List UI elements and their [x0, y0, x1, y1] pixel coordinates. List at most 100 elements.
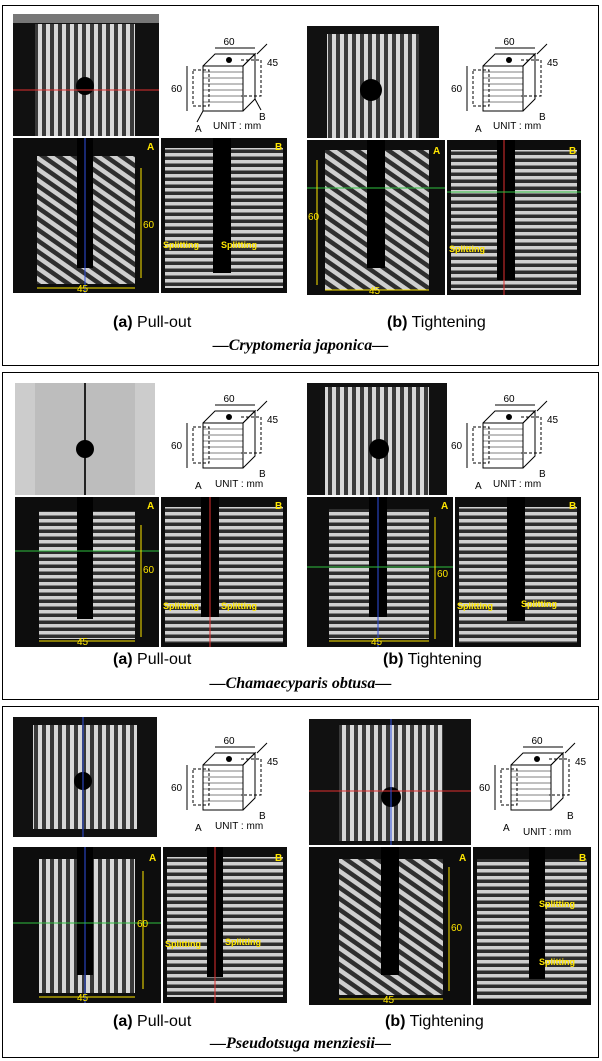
ct-section-b-image: B Splitting Splitting	[473, 847, 591, 1005]
depth-label: 60	[437, 569, 449, 580]
splitting-annotation: Splitting	[521, 599, 557, 609]
dim-side-label: 45	[267, 757, 279, 768]
case-caption: (a) Pull-out	[113, 314, 191, 332]
species-caption: —Chamaecyparis obtusa—	[209, 675, 392, 692]
section-a-label: A	[475, 481, 482, 492]
dim-side-label: 45	[575, 757, 587, 768]
ct-top-view-image	[13, 14, 159, 136]
case-caption: (a) Pull-out	[113, 651, 191, 669]
case-caption: (b) Tightening	[387, 314, 486, 332]
ct-top-view-image	[15, 383, 155, 495]
splitting-annotation: Splitting	[225, 937, 261, 947]
case-letter: (b)	[383, 651, 404, 668]
depth-label: 60	[143, 220, 155, 231]
ct-section-b-image: B Splitting Splitting	[161, 138, 287, 293]
ct-section-a-image: A 60 45	[13, 847, 161, 1003]
case-label: Tightening	[407, 651, 482, 668]
section-a-label: A	[503, 823, 510, 834]
splitting-annotation: Splitting	[539, 899, 575, 909]
dim-top-label: 60	[223, 37, 235, 48]
section-a-marker: A	[441, 501, 448, 512]
specimen-block-diagram: 60 45 60 A B	[471, 735, 591, 835]
case-letter: (a)	[113, 651, 133, 668]
unit-label: UNIT : mm	[213, 121, 262, 132]
depth-label: 60	[143, 565, 155, 576]
specimen-block-diagram: 60 45 60 A B	[163, 36, 283, 136]
section-a-label: A	[195, 481, 202, 492]
dim-top-label: 60	[223, 736, 235, 747]
dim-side-label: 45	[267, 415, 279, 426]
splitting-annotation: Splitting	[165, 939, 201, 949]
dim-left-label: 60	[451, 441, 463, 452]
block-outline	[186, 43, 268, 123]
section-b-label: B	[539, 469, 546, 480]
ct-section-a-image: A 60 45	[13, 138, 159, 293]
case-label: Pull-out	[137, 314, 192, 331]
case-label: Tightening	[411, 314, 486, 331]
section-b-label: B	[259, 811, 266, 822]
unit-label: UNIT : mm	[215, 821, 264, 832]
specimen-block-diagram: 60 45 60 A B	[163, 735, 283, 835]
splitting-annotation: Splitting	[539, 957, 575, 967]
splitting-annotation: Splitting	[457, 601, 493, 611]
species-caption: —Pseudotsuga menziesii—	[210, 1035, 391, 1052]
section-b-marker: B	[275, 501, 282, 512]
ct-section-b-image: B Splitting	[447, 140, 581, 295]
case-caption: (b) Tightening	[383, 651, 482, 669]
splitting-annotation: Splitting	[221, 601, 257, 611]
ct-section-b-image: B Splitting Splitting	[161, 497, 287, 647]
case-letter: (a)	[113, 1013, 133, 1030]
splitting-annotation: Splitting	[163, 601, 199, 611]
ct-section-b-image: B Splitting Splitting	[455, 497, 581, 647]
ct-section-a-image: A 60 45	[307, 140, 445, 295]
width-label: 45	[383, 995, 395, 1005]
dim-side-label: 45	[547, 58, 559, 69]
section-a-marker: A	[459, 853, 466, 864]
dim-left-label: 60	[171, 441, 183, 452]
section-b-marker: B	[569, 146, 576, 157]
section-b-marker: B	[275, 853, 282, 864]
ct-top-view-image	[307, 26, 439, 138]
section-b-label: B	[539, 112, 546, 123]
dim-left-label: 60	[479, 783, 491, 794]
width-label: 45	[77, 993, 89, 1003]
species-caption: —Cryptomeria japonica—	[212, 337, 389, 354]
dim-side-label: 45	[547, 415, 559, 426]
splitting-annotation: Splitting	[163, 240, 199, 250]
ct-section-b-image: B Splitting Splitting	[163, 847, 287, 1003]
ct-section-a-image: A 60 45	[309, 847, 471, 1005]
ct-top-view-image	[13, 717, 157, 837]
section-b-label: B	[259, 469, 266, 480]
case-label: Pull-out	[137, 651, 192, 668]
splitting-annotation: Splitting	[449, 244, 485, 254]
unit-label: UNIT : mm	[215, 479, 264, 490]
width-label: 45	[77, 284, 89, 293]
section-a-label: A	[475, 124, 482, 135]
section-a-label: A	[195, 823, 202, 834]
section-a-marker: A	[149, 853, 156, 864]
dim-left-label: 60	[171, 783, 183, 794]
case-caption: (b) Tightening	[385, 1013, 484, 1031]
section-a-label: A	[195, 124, 202, 135]
section-a-marker: A	[147, 142, 154, 153]
specimen-block-diagram: 60 45 60 A B	[163, 393, 283, 493]
case-letter: (b)	[385, 1013, 406, 1030]
dim-top-label: 60	[503, 394, 515, 405]
case-label: Pull-out	[137, 1013, 192, 1030]
section-a-marker: A	[147, 501, 154, 512]
dim-top-label: 60	[223, 394, 235, 405]
specimen-block-diagram: 60 45 60 A B	[443, 36, 563, 136]
dim-top-label: 60	[531, 736, 543, 747]
case-label: Tightening	[409, 1013, 484, 1030]
splitting-annotation: Splitting	[221, 240, 257, 250]
figure-panel-cryptomeria: 60 45 60 A B UNIT : mm A 60 45 B Splitti…	[2, 5, 599, 366]
case-letter: (b)	[387, 314, 408, 331]
depth-label: 60	[137, 919, 149, 930]
dim-left-label: 60	[451, 84, 463, 95]
ct-top-view-image	[307, 383, 447, 495]
dim-left-label: 60	[171, 84, 183, 95]
case-letter: (a)	[113, 314, 133, 331]
section-a-marker: A	[433, 146, 440, 157]
unit-label: UNIT : mm	[493, 479, 542, 490]
depth-label: 60	[451, 923, 463, 934]
